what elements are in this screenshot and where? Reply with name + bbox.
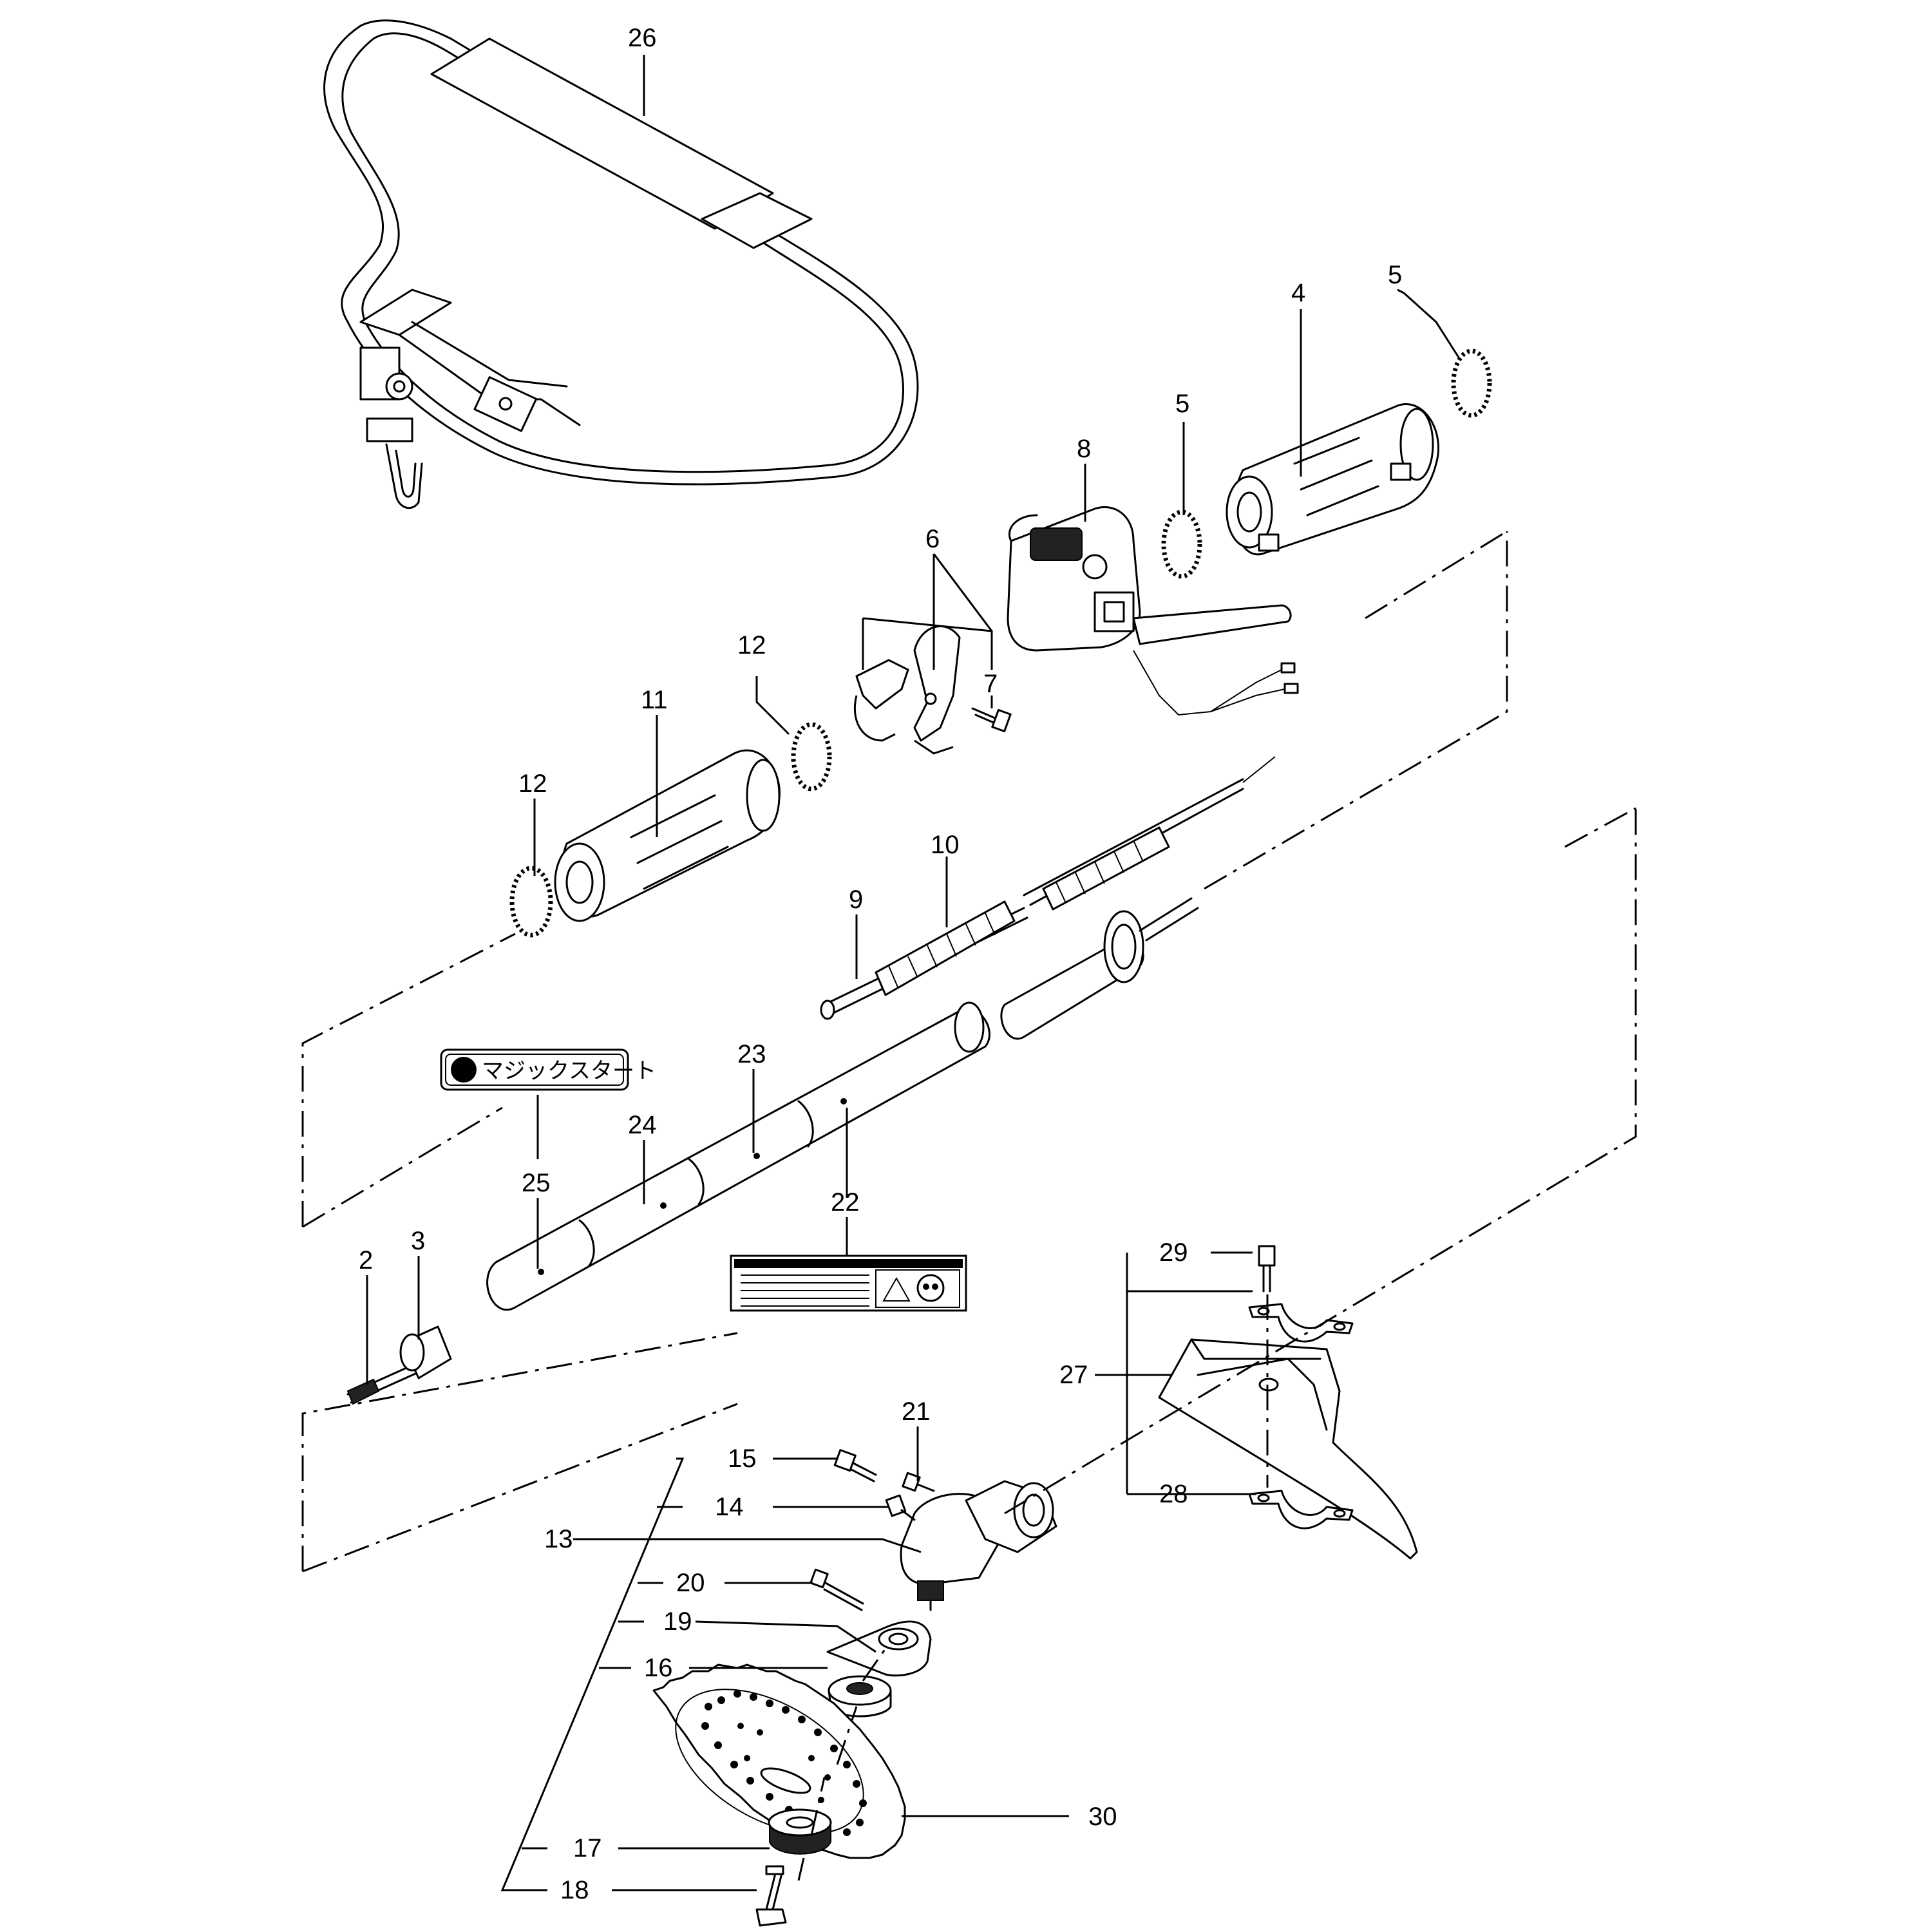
callout-numbers: 26 5 4 5 8 6 7 12 11 12 10 9 23 24 25 22… — [359, 24, 1402, 1904]
callout-7: 7 — [983, 670, 998, 698]
callout-25: 25 — [522, 1169, 551, 1197]
part-27-blade-guard — [1158, 1338, 1418, 1560]
callout-6: 6 — [925, 525, 940, 553]
callout-9: 9 — [849, 886, 863, 914]
callout-19: 19 — [663, 1607, 692, 1636]
part-10-spring-upper — [1042, 826, 1170, 911]
part-21-bolt — [902, 1472, 935, 1492]
callout-18: 18 — [560, 1876, 589, 1904]
part-5-retaining-ring-upper — [1451, 348, 1492, 418]
callout-17: 17 — [573, 1834, 602, 1862]
decal-22-warning-label: 注 意 — [730, 1255, 967, 1312]
part-26-shoulder-harness — [323, 19, 919, 509]
callout-20: 20 — [676, 1569, 705, 1597]
callout-29: 29 — [1159, 1238, 1188, 1267]
part-29-clamp-bolt — [1258, 1245, 1276, 1293]
callout-24: 24 — [628, 1111, 657, 1139]
callout-2: 2 — [359, 1246, 373, 1274]
leader-lines — [366, 55, 1460, 1891]
decal-25-text: マジックスタート — [482, 1058, 656, 1084]
callout-5-lower: 5 — [1175, 390, 1189, 418]
callout-13: 13 — [544, 1525, 573, 1553]
callout-21: 21 — [902, 1397, 931, 1426]
callout-12-upper: 12 — [737, 631, 766, 659]
part-14-bolt — [885, 1494, 916, 1521]
callout-15: 15 — [728, 1444, 757, 1473]
callout-10: 10 — [931, 831, 960, 859]
part-16-upper-washer — [828, 1675, 892, 1718]
callout-11: 11 — [641, 686, 668, 714]
part-19-guard-plate — [826, 1620, 932, 1677]
callout-8: 8 — [1077, 435, 1091, 463]
part-13-gearcase — [900, 1480, 1057, 1611]
part-2-shaft-tip — [346, 1364, 417, 1405]
part-12-retaining-ring-lower — [509, 866, 553, 938]
callout-30: 30 — [1088, 1803, 1117, 1831]
gearcase-coupling — [1000, 897, 1199, 1040]
callout-16: 16 — [644, 1654, 673, 1682]
part-17-lower-washer — [768, 1808, 832, 1855]
decal-22-heading: 注 意 — [811, 1259, 831, 1269]
part-20-bolt — [810, 1568, 864, 1611]
callout-12-lower: 12 — [518, 770, 547, 798]
part-30-saw-blade — [652, 1663, 906, 1859]
part-10-spring-lower — [875, 900, 1016, 996]
part-15-bolt — [833, 1449, 877, 1482]
callout-23: 23 — [737, 1040, 766, 1068]
callout-5-upper: 5 — [1388, 261, 1402, 289]
decal-25-magic-start: マジックスタート — [440, 1048, 656, 1091]
callout-4: 4 — [1291, 279, 1305, 307]
part-18-bolt — [755, 1865, 787, 1927]
callout-28: 28 — [1159, 1480, 1188, 1508]
part-12-retaining-ring-upper — [791, 722, 832, 791]
part-29-upper-clamp — [1248, 1303, 1354, 1343]
part-3-shaft-collar — [399, 1325, 452, 1379]
assembly-dash-lines — [301, 530, 1637, 1881]
callout-14: 14 — [715, 1493, 744, 1521]
part-6-handle-clamp — [853, 625, 961, 755]
part-8-throttle-housing — [1007, 506, 1299, 716]
main-tube — [486, 1001, 990, 1311]
callout-3: 3 — [411, 1227, 425, 1255]
part-4-right-grip — [1226, 403, 1440, 556]
part-28-lower-clamp — [1248, 1490, 1354, 1530]
callout-27: 27 — [1059, 1361, 1088, 1389]
part-11-left-grip — [554, 749, 781, 922]
part-7-clamp-screw — [971, 707, 1012, 733]
callout-26: 26 — [628, 24, 657, 52]
callout-22: 22 — [831, 1188, 860, 1217]
part-5-retaining-ring-lower — [1161, 509, 1202, 579]
